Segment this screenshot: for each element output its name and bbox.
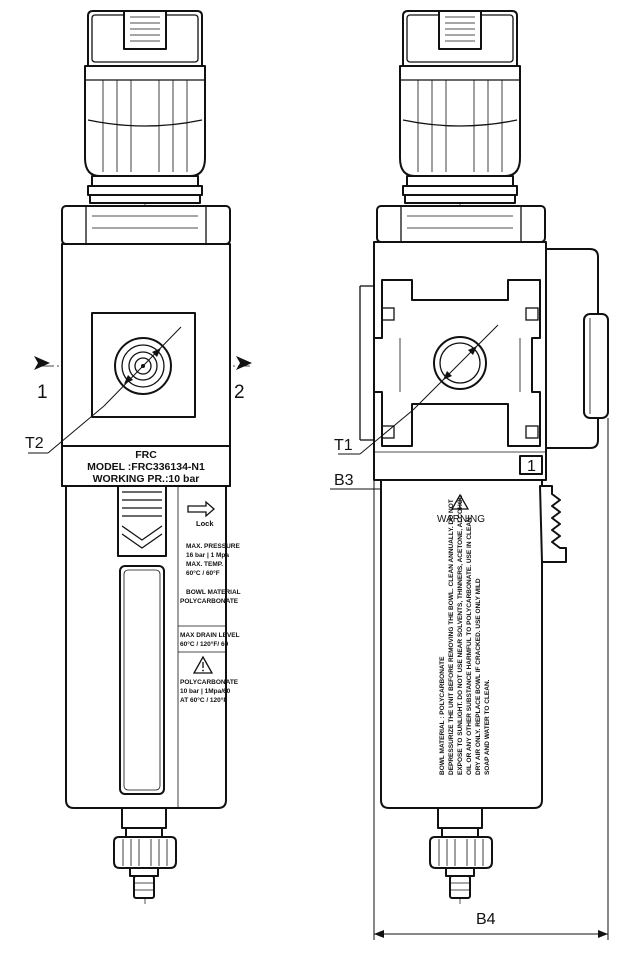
front-view: 1 2 T2 FRC MODEL :FRC336134-N1 WORKING P… — [25, 10, 252, 905]
bowl-text-pressure-values: 16 bar | 1 Mpa — [186, 552, 229, 559]
nameplate-line1: FRC — [135, 449, 157, 461]
bracket-number-box — [519, 455, 543, 475]
warning-label: WARNING — [437, 514, 485, 525]
bowl-sight-window — [119, 565, 165, 795]
nameplate: FRC MODEL :FRC336134-N1 WORKING PR.:10 b… — [61, 445, 231, 487]
bowl-text-poly2: POLYCARBONATE — [180, 679, 239, 686]
t2-label: T2 — [25, 435, 44, 452]
warning-triangle-icon — [192, 655, 214, 674]
nameplate-line3: WORKING PR.:10 bar — [93, 473, 200, 485]
front-drain — [113, 807, 177, 899]
side-view: 1 T1 B3 WARNING BOWL MATERIAL : POLYCARB… — [330, 10, 609, 940]
bowl-text-max-drain: MAX DRAIN LEVEL — [180, 632, 240, 639]
arrow-right-icon — [236, 356, 252, 370]
b4-dimension — [373, 418, 609, 940]
bowl-text-temp-values: 60°C / 60°F — [186, 569, 220, 577]
side-bonnet — [376, 175, 546, 243]
warning-triangle-icon — [450, 493, 470, 510]
bowl-text-poly-rating: 10 bar | 1Mpa/60 — [180, 688, 231, 695]
side-bowl-lock-latch[interactable] — [539, 485, 567, 563]
warning-body-line: OIL OR ANY OTHER SUBSTANCE HARMFUL TO PO… — [466, 517, 473, 775]
front-adjustment-knob — [84, 10, 206, 177]
front-bowl: Lock MAX. PRESSURE 16 bar | 1 Mpa MAX. T… — [65, 485, 241, 809]
warning-body-line: BOWL MATERIAL : POLYCARBONATE — [439, 656, 446, 775]
arrow-right-icon — [187, 500, 215, 518]
bracket-number-label: 1 — [527, 458, 536, 475]
b3-label: B3 — [334, 472, 354, 489]
arrow-right-icon — [34, 356, 50, 370]
warning-text-block: BOWL MATERIAL : POLYCARBONATE DEPRESSURI… — [439, 495, 491, 775]
side-bowl: WARNING BOWL MATERIAL : POLYCARBONATE DE… — [380, 479, 567, 809]
lock-label: Lock — [196, 519, 214, 528]
bowl-text-polycarbonate: POLYCARBONATE — [180, 598, 239, 605]
warning-body-line: SOAP AND WATER TO CLEAN. — [484, 679, 491, 775]
front-bonnet — [61, 175, 231, 245]
bowl-text-drain-values: 60°C / 120°F/ 60 — [180, 640, 229, 648]
warning-body-line: EXPOSE TO SUNLIGHT. DO NOT USE NEAR SOLV… — [457, 495, 464, 775]
side-body: 1 — [338, 241, 609, 481]
side-drain — [429, 807, 493, 899]
nameplate-line2: MODEL :FRC336134-N1 — [87, 461, 205, 473]
t1-label: T1 — [334, 437, 353, 454]
warning-body-line: DRY AIR ONLY. REPLACE BOWL IF CRACKED. U… — [475, 578, 482, 775]
bowl-lock-slider[interactable] — [117, 485, 167, 557]
b4-label: B4 — [476, 911, 496, 928]
port-out-label: 2 — [234, 382, 245, 403]
side-adjustment-knob — [399, 10, 521, 177]
warning-body-line: DEPRESSURIZE THE UNIT BEFORE REMOVING TH… — [448, 499, 455, 775]
bowl-text-material: BOWL MATERIAL — [186, 589, 241, 596]
bowl-text-poly-temp: AT 60°C / 120°F — [180, 696, 227, 704]
bowl-text-max-temp: MAX. TEMP. — [186, 561, 223, 568]
bowl-text-max-pressure: MAX. PRESSURE — [186, 543, 240, 550]
port-in-label: 1 — [37, 382, 48, 403]
